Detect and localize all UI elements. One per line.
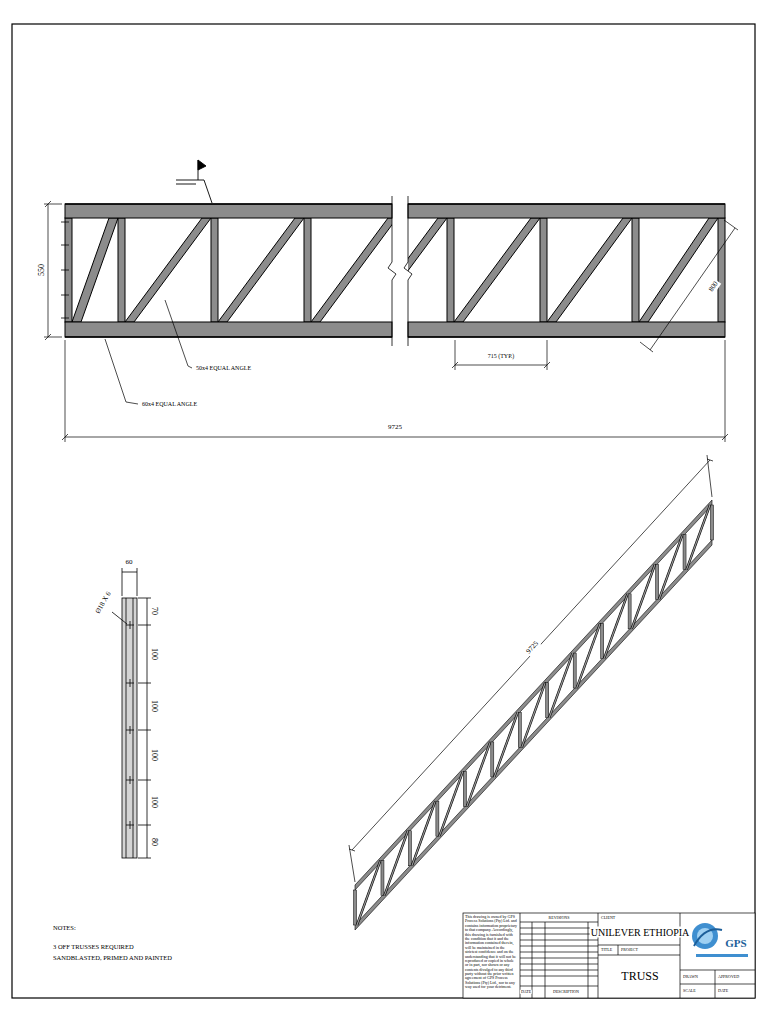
iso-member xyxy=(494,712,517,777)
iso-member xyxy=(573,653,576,688)
iso-member xyxy=(656,564,659,599)
dimension-text: 100 xyxy=(150,748,159,762)
field-label: PROJECT xyxy=(620,948,639,952)
dimension-text: 9725 xyxy=(387,424,403,432)
iso-member xyxy=(687,505,710,570)
iso-member xyxy=(522,683,545,748)
notes-heading: NOTES: xyxy=(52,924,77,931)
iso-member xyxy=(491,742,494,777)
iso-member xyxy=(467,742,490,807)
dimension-text: 80 xyxy=(150,837,159,847)
iso-member xyxy=(711,505,714,540)
iso-member xyxy=(604,594,627,659)
break-symbol xyxy=(388,196,412,346)
iso-member xyxy=(549,653,572,718)
iso-member xyxy=(357,860,380,925)
dimension-text: 800 xyxy=(707,280,720,295)
member-callout: 50x4 EQUAL ANGLE xyxy=(195,365,252,372)
iso-member xyxy=(628,594,631,629)
title-block xyxy=(463,913,755,998)
dimension-text: 70 xyxy=(150,606,159,616)
iso-member xyxy=(412,801,435,866)
dimension-text: 9725 xyxy=(525,640,541,657)
iso-member xyxy=(439,772,462,837)
client-name: UNILEVER ETHIOPIA xyxy=(590,927,691,938)
iso-member xyxy=(384,831,407,896)
dimension-text: 100 xyxy=(150,699,159,713)
iso-member xyxy=(577,623,600,688)
iso-member xyxy=(632,564,655,629)
iso-member xyxy=(408,831,411,866)
drawing-title: TRUSS xyxy=(620,970,659,983)
table-header: REVISIONS xyxy=(548,916,571,920)
iso-member xyxy=(467,742,490,807)
iso-member xyxy=(659,535,682,600)
iso-member xyxy=(577,623,600,688)
field-label: APPROVED xyxy=(717,975,740,979)
iso-member xyxy=(354,890,357,925)
weld-symbol xyxy=(176,160,212,203)
side-view xyxy=(112,568,151,858)
iso-member xyxy=(659,535,682,600)
company-logo xyxy=(692,923,748,957)
sheet-border xyxy=(12,24,755,998)
iso-member xyxy=(439,772,462,837)
iso-member xyxy=(518,712,521,747)
disclaimer-text: This drawing is owned by GPS Process Sol… xyxy=(465,915,518,990)
iso-member xyxy=(549,653,572,718)
iso-member xyxy=(436,801,439,836)
dimension-text: 550 xyxy=(38,263,47,277)
iso-member xyxy=(494,712,517,777)
iso-member xyxy=(355,500,712,890)
dimension-text: 100 xyxy=(150,795,159,809)
iso-member xyxy=(381,860,384,895)
dimension-text: 715 (TYP.) xyxy=(487,353,516,360)
field-label: SCALE xyxy=(682,989,697,993)
company-logo-text: GPS xyxy=(724,937,747,949)
note-text: SANDBLASTED, PRIMED AND PAINTED xyxy=(52,954,173,961)
field-label: DRAWN xyxy=(682,975,699,979)
table-header: DESCRIPTION xyxy=(552,990,580,994)
iso-member xyxy=(384,831,407,896)
field-label: CLIENT xyxy=(600,916,616,920)
field-label: DATE xyxy=(717,989,729,993)
field-label: TITLE xyxy=(600,948,613,952)
table-header: DATE xyxy=(520,990,532,994)
iso-member xyxy=(522,683,545,748)
iso-member xyxy=(357,860,380,925)
hole-ticks xyxy=(61,222,69,318)
iso-member xyxy=(687,505,710,570)
member-callout: 60x4 EQUAL ANGLE xyxy=(141,401,198,408)
iso-member xyxy=(604,594,627,659)
iso-member xyxy=(601,623,604,658)
iso-member xyxy=(412,801,435,866)
iso-member xyxy=(546,683,549,718)
hole-callout: Ø18 X 6 xyxy=(94,590,114,616)
note-text: 3 OFF TRUSSES REQUIRED xyxy=(52,943,135,950)
dimension-text: 100 xyxy=(150,647,159,661)
dimension-lines xyxy=(44,201,738,442)
iso-member xyxy=(463,772,466,807)
dimension-text: 60 xyxy=(125,559,134,567)
iso-member xyxy=(683,535,686,570)
truss-isometric xyxy=(354,500,714,930)
iso-dimension xyxy=(349,455,713,882)
iso-member xyxy=(632,564,655,629)
